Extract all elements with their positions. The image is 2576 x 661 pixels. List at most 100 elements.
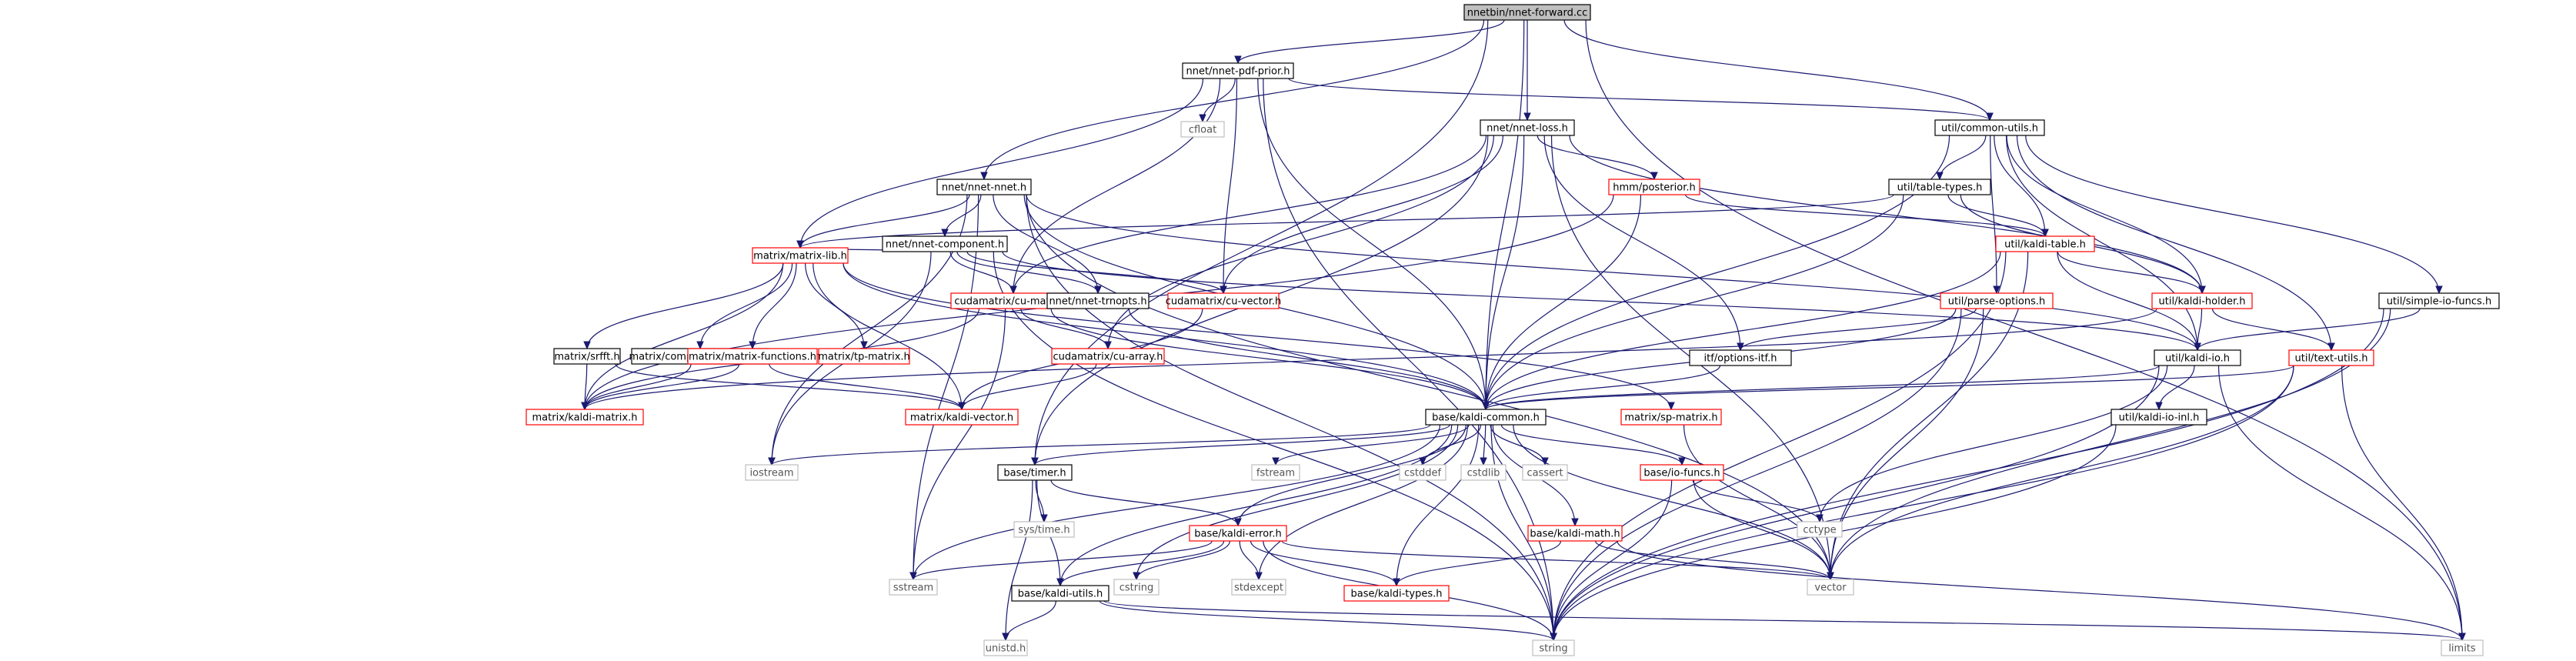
edge-matrixlib-to-compressed xyxy=(699,262,793,349)
arrowhead xyxy=(2458,633,2466,642)
node-label: matrix/kaldi-matrix.h xyxy=(532,412,638,424)
arrowhead xyxy=(1482,402,1490,411)
node-unistd: unistd.h xyxy=(983,639,1028,656)
node-kaldimath[interactable]: base/kaldi-math.h xyxy=(1527,525,1623,542)
arrowhead xyxy=(2198,285,2206,295)
node-label: cstddef xyxy=(1404,468,1442,479)
arrowhead xyxy=(1255,572,1263,581)
node-kaldiholder[interactable]: util/kaldi-holder.h xyxy=(2151,292,2253,309)
node-box xyxy=(1522,464,1568,481)
edge-kaldicommon-to-iofuncs xyxy=(1500,424,1683,466)
node-srfft[interactable]: matrix/srfft.h xyxy=(553,348,621,365)
arrowhead xyxy=(1234,518,1242,527)
edge-nnetnnet-to-component xyxy=(944,194,982,237)
node-kaldicommon[interactable]: base/kaldi-common.h xyxy=(1425,409,1547,426)
edge-commonutils-to-kaldiholder xyxy=(2006,135,2203,294)
edge-kalditable-to-kaldiio xyxy=(2057,251,2198,351)
edge-compressed-to-kaldimatrix xyxy=(584,363,692,410)
node-cuarray[interactable]: cudamatrix/cu-array.h xyxy=(1051,348,1165,365)
edge-parseoptions-to-optionsitf xyxy=(1740,308,1977,351)
arrowhead xyxy=(1002,633,1009,642)
node-label: unistd.h xyxy=(986,643,1026,655)
node-trnopts[interactable]: nnet/nnet-trnopts.h xyxy=(1046,292,1150,309)
node-box xyxy=(1532,639,1575,656)
node-component[interactable]: nnet/nnet-component.h xyxy=(882,235,1008,252)
node-kalditypes[interactable]: base/kaldi-types.h xyxy=(1343,585,1450,602)
node-iofuncs[interactable]: base/io-funcs.h xyxy=(1640,464,1724,481)
node-box xyxy=(2288,349,2374,366)
edge-kaldierror-to-sstream xyxy=(913,540,1213,580)
edge-posterior-to-kaldicommon xyxy=(1485,194,1642,410)
node-timer[interactable]: base/timer.h xyxy=(997,464,1073,481)
node-box xyxy=(1527,525,1623,542)
node-simpleio[interactable]: util/simple-io-funcs.h xyxy=(2378,292,2500,309)
node-tabletypes[interactable]: util/table-types.h xyxy=(1888,179,1991,195)
arrowhead xyxy=(1393,578,1400,587)
node-cumatrix[interactable]: cudamatrix/cu-matrix.h xyxy=(950,292,1076,309)
node-box xyxy=(687,348,818,365)
arrowhead xyxy=(1827,572,1834,581)
node-label: cassert xyxy=(1527,468,1563,479)
edge-parseoptions-to-vector xyxy=(1830,308,1984,580)
edge-component-to-cuvector xyxy=(966,251,1224,294)
edge-kaldierror-to-kalditypes xyxy=(1250,540,1397,586)
edge-matrixfunctions-to-kaldivector xyxy=(769,363,963,410)
edge-kaldiutils-to-string xyxy=(1099,600,1554,641)
node-optionsitf[interactable]: itf/options-itf.h xyxy=(1689,349,1792,366)
node-parseoptions[interactable]: util/parse-options.h xyxy=(1940,292,2054,309)
node-matrixfunctions[interactable]: matrix/matrix-functions.h xyxy=(687,348,818,365)
node-systime: sys/time.h xyxy=(1013,521,1075,538)
node-nnetnnet[interactable]: nnet/nnet-nnet.h xyxy=(936,179,1032,195)
edge-component-to-trnopts xyxy=(956,251,1099,294)
edge-iofuncs-to-vector xyxy=(1693,479,1831,580)
node-label: cstdlib xyxy=(1467,468,1500,479)
node-box xyxy=(1182,62,1294,79)
edge-timer-to-unistd xyxy=(1005,479,1033,641)
edge-kalditable-to-kaldiholder xyxy=(2057,251,2203,294)
edge-simpleio-to-string xyxy=(1553,308,2384,641)
edge-kaldierror-to-cstring xyxy=(1136,540,1231,580)
edge-commonutils-to-textutils xyxy=(2016,135,2332,351)
node-label: matrix/tp-matrix.h xyxy=(818,352,910,363)
node-commonutils[interactable]: util/common-utils.h xyxy=(1934,119,2045,136)
arrowhead xyxy=(1009,285,1017,295)
arrowhead xyxy=(1816,514,1824,523)
node-label: base/timer.h xyxy=(1003,468,1066,479)
node-kaldiio[interactable]: util/kaldi-io.h xyxy=(2154,349,2241,366)
edge-pdfprior-to-cuvector xyxy=(1223,78,1238,294)
node-matrixlib[interactable]: matrix/matrix-lib.h xyxy=(752,247,849,264)
node-tpmatrix[interactable]: matrix/tp-matrix.h xyxy=(818,348,910,365)
node-box xyxy=(2378,292,2500,309)
node-box xyxy=(1640,464,1724,481)
node-pdfprior[interactable]: nnet/nnet-pdf-prior.h xyxy=(1182,62,1294,79)
node-box xyxy=(1180,121,1225,138)
node-box xyxy=(818,348,910,365)
node-cuvector[interactable]: cudamatrix/cu-vector.h xyxy=(1166,292,1282,309)
node-kaldivector[interactable]: matrix/kaldi-vector.h xyxy=(905,409,1019,426)
arrowhead xyxy=(1550,633,1557,642)
node-box xyxy=(2441,639,2484,656)
arrowhead xyxy=(1234,55,1242,65)
node-iostream: iostream xyxy=(745,464,799,481)
node-root[interactable]: nnetbin/nnet-forward.cc xyxy=(1463,4,1591,21)
node-box xyxy=(2154,349,2241,366)
edge-kaldiio-to-cctype xyxy=(1819,365,2168,522)
node-textutils[interactable]: util/text-utils.h xyxy=(2288,349,2374,366)
node-label: util/table-types.h xyxy=(1897,182,1983,194)
edge-nnetloss-to-kaldiholder xyxy=(1569,135,2203,294)
arrowhead xyxy=(1571,518,1579,527)
node-posterior[interactable]: hmm/posterior.h xyxy=(1608,179,1700,195)
node-kaldimatrix[interactable]: matrix/kaldi-matrix.h xyxy=(526,409,644,426)
edge-nnetloss-to-posterior xyxy=(1537,135,1655,180)
node-nnetloss[interactable]: nnet/nnet-loss.h xyxy=(1480,119,1575,136)
node-kaldiioinl[interactable]: util/kaldi-io-inl.h xyxy=(2111,409,2207,426)
node-kaldiutils[interactable]: base/kaldi-utils.h xyxy=(1011,585,1109,602)
node-box xyxy=(752,247,849,264)
edge-nnetloss-to-cumatrix xyxy=(1013,135,1487,294)
edge-root-to-kaldicommon xyxy=(1485,19,1525,410)
node-kalditable[interactable]: util/kaldi-table.h xyxy=(1995,235,2095,252)
node-spmatrix[interactable]: matrix/sp-matrix.h xyxy=(1620,409,1722,426)
node-kaldierror[interactable]: base/kaldi-error.h xyxy=(1189,525,1287,542)
arrowhead xyxy=(2041,229,2049,238)
